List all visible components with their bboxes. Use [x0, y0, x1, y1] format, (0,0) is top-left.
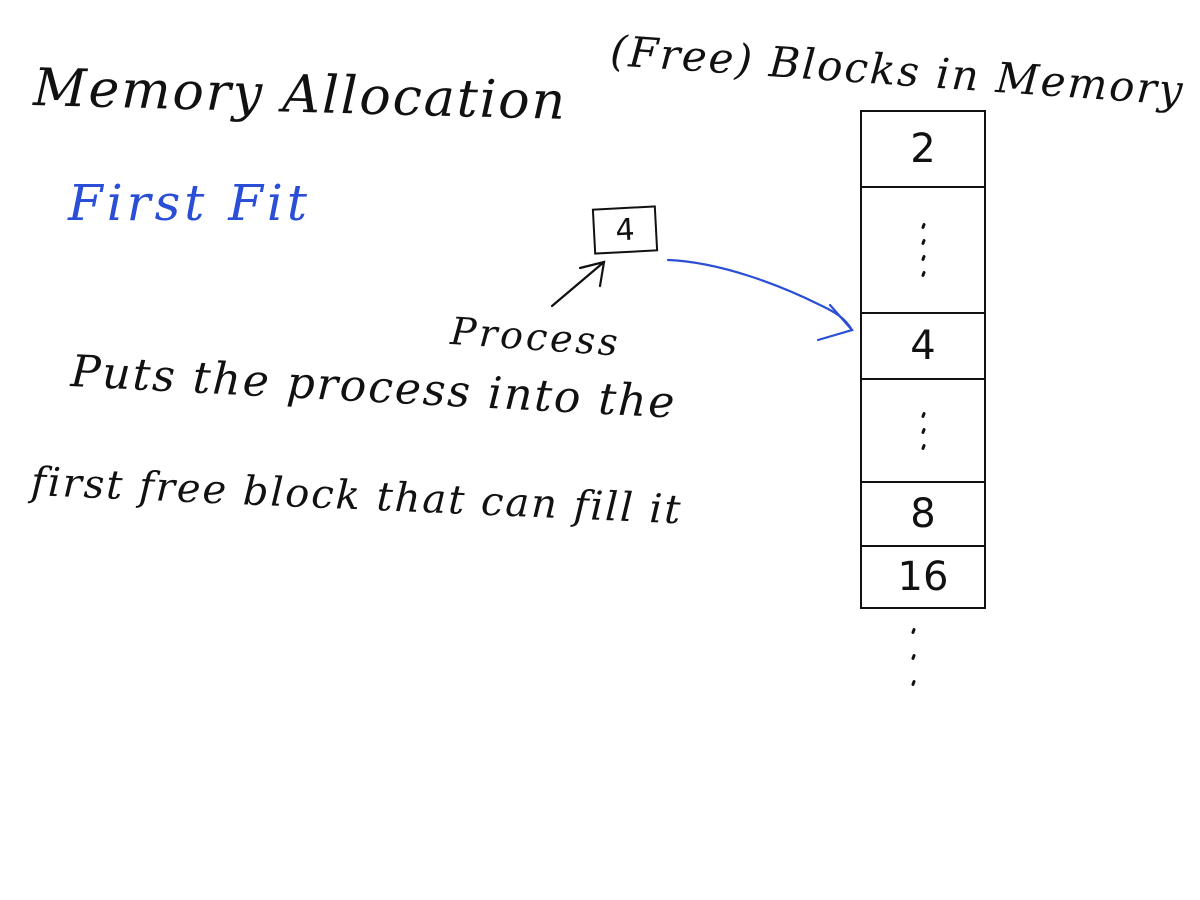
ellipsis-dot [920, 254, 926, 262]
memory-block: 16 [862, 547, 984, 607]
algorithm-name: First Fit [68, 174, 312, 232]
block-size: 2 [910, 126, 936, 172]
memory-heading: (Free) Blocks in Memory [608, 26, 1187, 116]
process-box: 4 [591, 205, 659, 255]
memory-block-target: 4 [862, 314, 984, 380]
block-size: 8 [910, 491, 936, 537]
memory-block-gap [862, 380, 984, 483]
ellipsis-dot [920, 238, 926, 246]
ellipsis-dot [920, 427, 926, 434]
memory-block: 8 [862, 483, 984, 547]
ellipsis-dot [920, 443, 926, 450]
ellipsis-dot [920, 270, 926, 278]
ellipsis-dot [920, 222, 926, 230]
ellipsis-dot [911, 627, 916, 635]
memory-column: 2 4 8 16 [860, 110, 986, 609]
process-size: 4 [614, 212, 636, 248]
memory-block-gap [862, 188, 984, 314]
ellipsis-dot [920, 411, 926, 418]
memory-block: 2 [862, 112, 984, 188]
process-pointer-arrow [550, 260, 606, 308]
continuation-dots [911, 627, 916, 687]
block-size: 4 [910, 323, 936, 369]
description-line-2: first free block that can fill it [30, 459, 684, 534]
ellipsis-dot [911, 679, 916, 687]
process-label: Process [449, 309, 623, 365]
allocation-arrow [666, 258, 854, 342]
block-size: 16 [897, 554, 949, 600]
page-title: Memory Allocation [32, 58, 568, 132]
ellipsis-dot [911, 653, 916, 661]
